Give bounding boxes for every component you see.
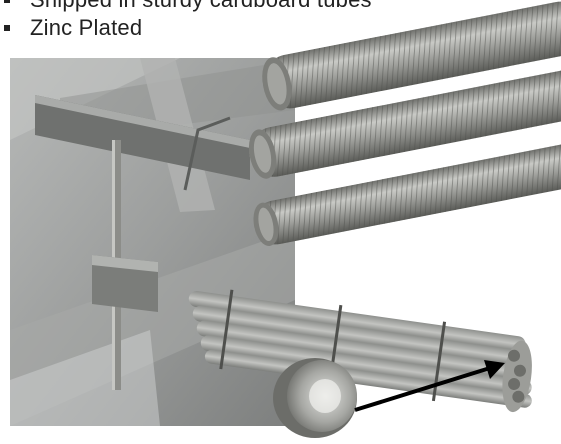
installation-photo (10, 58, 295, 426)
threaded-rod-closeup (248, 1, 561, 247)
bullet-icon (4, 0, 10, 3)
end-cap (273, 358, 357, 438)
feature-text-shipping: Shipped in sturdy cardboard tubes (30, 0, 372, 12)
feature-item: Zinc Plated (0, 14, 372, 42)
feature-text-finish: Zinc Plated (30, 15, 143, 40)
cardboard-tube-bundle (188, 289, 532, 413)
arrow-icon (354, 360, 505, 412)
feature-item: Shipped in sturdy cardboard tubes (0, 0, 372, 14)
feature-list: Shipped in sturdy cardboard tubes Zinc P… (0, 0, 372, 42)
bullet-icon (4, 25, 10, 31)
